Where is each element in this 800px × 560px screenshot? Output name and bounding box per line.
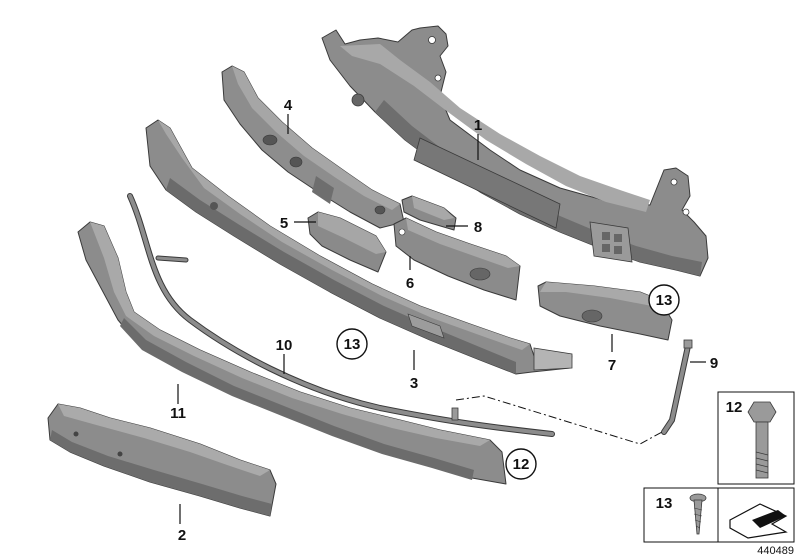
callout-11: 11	[170, 405, 186, 422]
circled-callout-12: 12	[505, 448, 537, 480]
part-1-carrier	[321, 25, 709, 277]
circled-callout-13-right: 13	[648, 284, 680, 316]
small-bolt	[451, 407, 459, 421]
inset-label-13: 13	[656, 495, 673, 512]
inset-bolt-12: 12	[717, 391, 795, 485]
leader-lines	[177, 114, 706, 524]
part-2-absorber	[47, 403, 277, 517]
callout-9: 9	[710, 355, 718, 372]
alignment-line	[455, 395, 663, 445]
callout-12-circled: 12	[513, 456, 530, 473]
part-5-bracket	[307, 211, 387, 273]
part-10-rod	[127, 193, 555, 437]
diagram-number: 440489	[757, 545, 794, 557]
inset-label-12: 12	[726, 399, 743, 416]
callout-6: 6	[406, 275, 414, 292]
callout-3: 3	[410, 375, 418, 392]
callout-1: 1	[474, 117, 482, 134]
circled-callout-13-left: 13	[336, 328, 368, 360]
callout-13-a: 13	[344, 336, 361, 353]
part-4-absorber	[221, 65, 405, 229]
part-7-block	[537, 281, 673, 341]
part-3-absorber	[145, 119, 573, 375]
callout-5: 5	[280, 215, 288, 232]
part-6-bracket	[393, 217, 521, 301]
callout-7: 7	[608, 357, 616, 374]
callout-2: 2	[178, 527, 186, 544]
hex-bolt-head-icon	[747, 401, 777, 423]
part-9-rod	[661, 339, 693, 435]
callout-4: 4	[284, 97, 293, 114]
callout-13-b: 13	[656, 292, 673, 309]
callout-10: 10	[276, 337, 293, 354]
inset-screw-13: 13	[643, 487, 795, 543]
part-11-strip	[77, 221, 507, 485]
part-8-clip	[401, 195, 457, 231]
callout-8: 8	[474, 219, 482, 236]
